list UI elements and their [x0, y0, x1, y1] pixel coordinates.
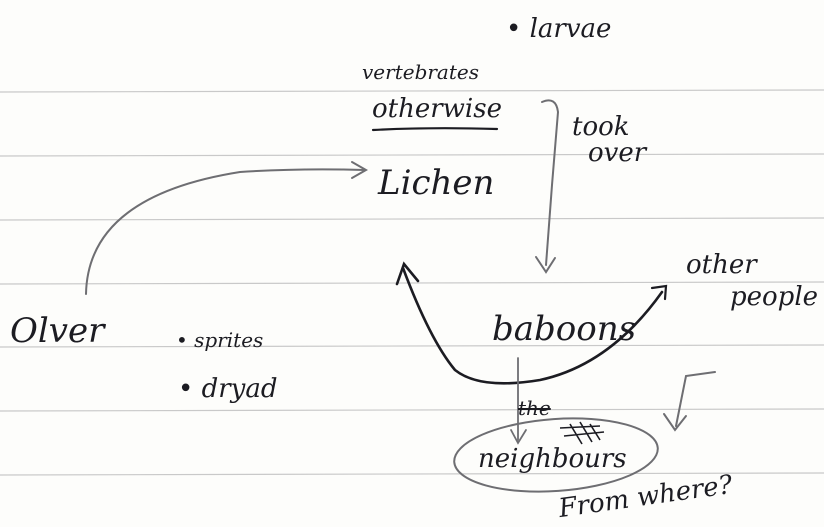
note-neighbours: neighbours [478, 444, 627, 474]
note-vertebrates: vertebrates [362, 60, 479, 84]
note-baboons: baboons [492, 309, 637, 349]
arrowhead-people-neighbours [663, 413, 687, 432]
note-lichen: Lichen [378, 163, 495, 203]
note-over: over [588, 138, 647, 168]
note-struck-word: the [518, 396, 551, 420]
note-olver: Olver [10, 311, 105, 351]
arrow-took-over [541, 99, 560, 266]
scribble-out [559, 421, 605, 445]
note-sprites: • sprites [176, 328, 264, 352]
note-took: took [572, 112, 630, 142]
note-other: other [686, 250, 757, 280]
arrow-curve-lichen-people [401, 266, 664, 385]
arrowhead-took-over [535, 256, 556, 274]
note-people: people [730, 282, 819, 312]
underline-otherwise [371, 127, 499, 132]
arrow-olver-lichen [85, 168, 366, 295]
note-larvae: • larvae [506, 14, 612, 44]
arrow-people-neighbours [675, 371, 716, 427]
arrowhead-baboons-neighbours [510, 429, 527, 445]
note-dryad: • dryad [178, 374, 278, 404]
arrowhead-lichen [395, 261, 420, 286]
note-otherwise: otherwise [372, 94, 502, 124]
oval-neighbours [453, 417, 659, 493]
arrowhead-olver-lichen [351, 161, 369, 179]
arrowhead-people [650, 284, 668, 301]
